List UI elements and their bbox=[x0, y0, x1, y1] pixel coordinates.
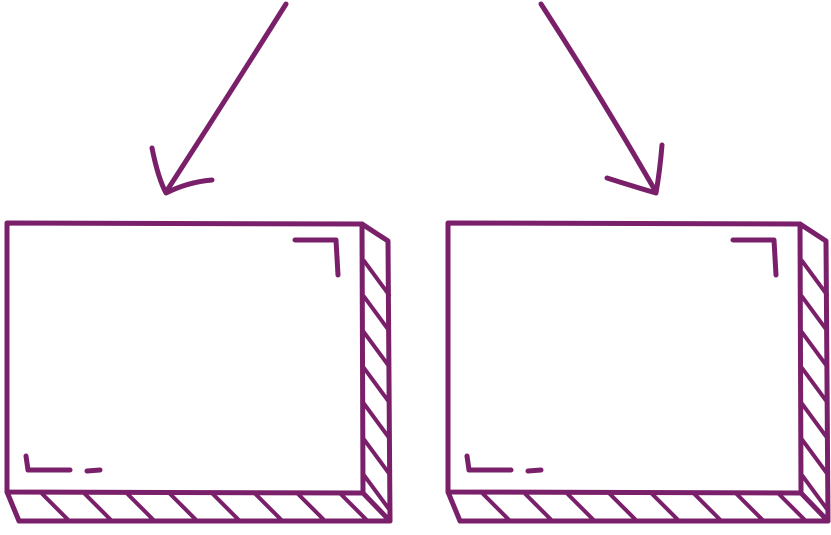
box-front-face bbox=[448, 223, 801, 493]
left-arrow bbox=[152, 4, 286, 193]
box-side-hatch bbox=[364, 368, 389, 402]
box-side-hatch bbox=[802, 261, 827, 295]
box-front-face bbox=[7, 223, 363, 493]
box-bottom-hatch bbox=[128, 494, 154, 520]
left-box bbox=[7, 223, 390, 521]
box-bottom-hatch bbox=[483, 494, 509, 520]
corner-mark-dash bbox=[87, 470, 100, 471]
arrow-shaft bbox=[166, 4, 286, 192]
box-side-hatch bbox=[802, 439, 827, 473]
box-side-hatch bbox=[802, 332, 827, 366]
box-bottom-hatch bbox=[779, 494, 805, 520]
box-bottom-hatch bbox=[213, 494, 239, 520]
box-bottom-hatch bbox=[42, 494, 68, 520]
box-bottom-hatch bbox=[525, 494, 551, 520]
box-side-hatch bbox=[802, 404, 827, 438]
corner-mark-bottom-left bbox=[26, 456, 70, 470]
corner-mark-top-right bbox=[733, 240, 776, 275]
box-bottom-hatch bbox=[737, 494, 763, 520]
corner-mark-bottom-left bbox=[467, 456, 511, 470]
right-arrow bbox=[541, 4, 662, 193]
ink-layer bbox=[7, 4, 828, 521]
box-side-hatch bbox=[802, 297, 827, 331]
box-bottom-hatch bbox=[255, 494, 281, 520]
box-bottom-hatch bbox=[568, 494, 594, 520]
box-bottom-hatch bbox=[341, 494, 367, 520]
right-box bbox=[448, 223, 828, 521]
box-bottom-hatch bbox=[652, 494, 678, 520]
corner-mark-dash bbox=[528, 470, 541, 471]
box-side-hatch bbox=[364, 297, 389, 331]
box-bottom-hatch bbox=[85, 494, 111, 520]
box-bottom-hatch bbox=[610, 494, 636, 520]
box-bottom-hatch bbox=[170, 494, 196, 520]
box-side-hatch bbox=[802, 368, 827, 402]
corner-mark-top-right bbox=[295, 240, 338, 275]
box-side-hatch bbox=[364, 332, 389, 366]
box-side-hatch bbox=[364, 261, 389, 295]
box-side-hatch bbox=[364, 404, 389, 438]
box-bottom-hatch bbox=[298, 494, 324, 520]
box-side-hatch bbox=[364, 439, 389, 473]
arrow-shaft bbox=[541, 4, 656, 192]
box-bottom-hatch bbox=[694, 494, 720, 520]
